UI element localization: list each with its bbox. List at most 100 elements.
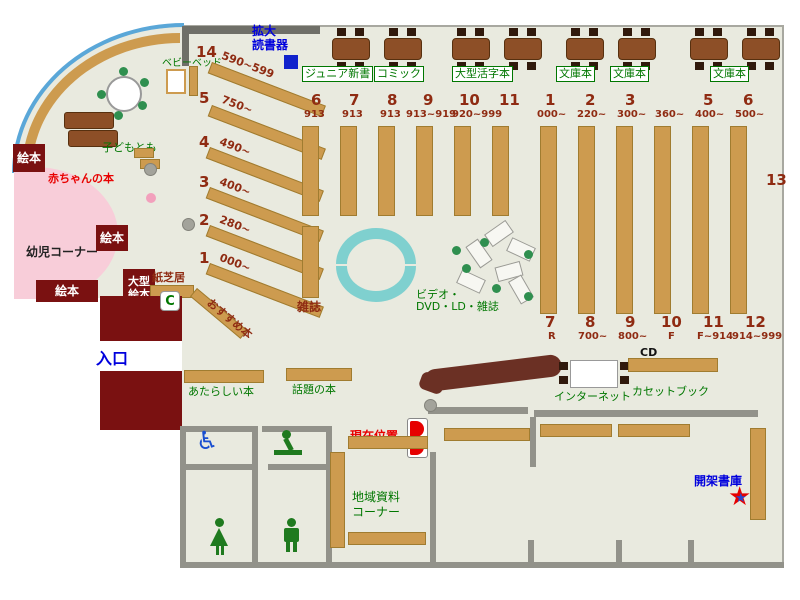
shelf [540,424,612,437]
shelf-number: 5 [199,89,210,107]
wall-segment [262,426,332,432]
wall-segment [182,26,189,66]
reading-table [332,28,370,70]
picture-books-shelf: 絵本 [36,280,98,302]
wall-segment [528,540,534,568]
shelf-number: 6 [743,91,754,109]
floor-cutout [0,430,180,600]
shelf [454,126,471,216]
shelf [340,126,357,216]
section-label-comic: コミック [374,66,424,82]
chair-dot [119,67,128,76]
chair-dot [140,78,149,87]
shelf-number-13: 13 [766,171,787,189]
shelf-number: 8 [387,91,398,109]
shelf-number: 7 [349,91,360,109]
baby-bed-label: ベビーベッド [162,58,222,69]
wall-segment [182,562,784,568]
curved-shelf-band [22,33,180,171]
chair-dot [480,238,489,247]
shelf-number: 1 [199,249,210,267]
local-materials-shelf [348,532,426,545]
magazine-label: 雑誌 [297,300,322,314]
chair [559,362,568,370]
shelf-number: 3 [625,91,636,109]
shelf-number: 2 [585,91,596,109]
wall-segment [616,540,622,568]
kids-step-shelf [134,148,154,158]
shelf [654,126,671,314]
chair-dot [524,292,533,301]
shelf [492,126,509,216]
shelf-class: 913 [380,109,401,120]
shelf [730,126,747,314]
shelf [692,126,709,314]
mens-toilet-icon [282,518,302,558]
reading-table [452,28,490,70]
kids-table [64,112,114,129]
shelf-class: 400~ [695,109,725,120]
shelf-class: 500~ [735,109,765,120]
wall-segment [430,452,436,568]
kamishibai-label: 紙芝居 [152,271,185,284]
chair [620,376,629,384]
magnifier-reader-label: 拡大 読書器 [252,24,289,52]
shelf-number: 12 [745,313,766,331]
internet-table [570,360,618,388]
shelf-class: R [548,331,556,342]
toddler-corner-label: 幼児コーナー [26,245,99,259]
picture-books-shelf: 絵本 [96,225,128,251]
entrance-opening [100,341,182,371]
shelf-number: 4 [199,133,210,151]
chair-dot [452,246,461,255]
pillar [182,218,195,231]
wall-segment [268,464,332,470]
shelf-class: 360~ [655,109,685,120]
pillar [144,163,157,176]
chair [559,376,568,384]
shelf-class: 914~999 [732,331,783,342]
section-label-bunko: 文庫本 [710,66,749,82]
shelf-number: 2 [199,211,210,229]
shelf-number: 10 [459,91,480,109]
baby-books-label: 赤ちゃんの本 [48,172,114,185]
chair [620,362,629,370]
curved-table [336,228,416,264]
chair-dot [524,250,533,259]
shelf-class: 913 [342,109,363,120]
magazine-shelf [302,226,319,298]
topic-books-label: 話題の本 [292,383,336,396]
wall-segment [180,426,252,432]
section-label-bunko: 文庫本 [556,66,595,82]
wall-segment [180,426,186,568]
shelf-class: 300~ [617,109,647,120]
shelf [750,428,766,520]
new-books-label: あたらしい本 [188,385,254,398]
chair-dot [462,264,471,273]
stacks-star-inner-icon: ★ [735,491,747,506]
topic-books-shelf [286,368,352,381]
picture-books-shelf: 絵本 [13,144,45,172]
reading-table [618,28,656,70]
section-label-bunko: 文庫本 [610,66,649,82]
shelf-class: 000~ [537,109,567,120]
shelf-class: 800~ [618,331,648,342]
cd-label: CD [640,346,658,359]
shelf-class: F [668,331,675,342]
chair-dot [97,90,106,99]
shelf-number: 14 [196,43,217,61]
shelf-class: 920~999 [452,109,503,120]
shelf [444,428,530,441]
internet-label: インターネット [554,390,631,403]
local-materials-shelf [330,452,345,548]
wall-segment [530,417,536,467]
stacks-star-icon: ★ [728,482,752,512]
shelf [616,126,633,314]
baby-change-icon [274,430,304,458]
reading-table [742,28,780,70]
baby-bed-shelf [189,66,198,96]
shelf [578,126,595,314]
shelf-class: F~914 [697,331,734,342]
shelf-class: 913 [304,109,325,120]
